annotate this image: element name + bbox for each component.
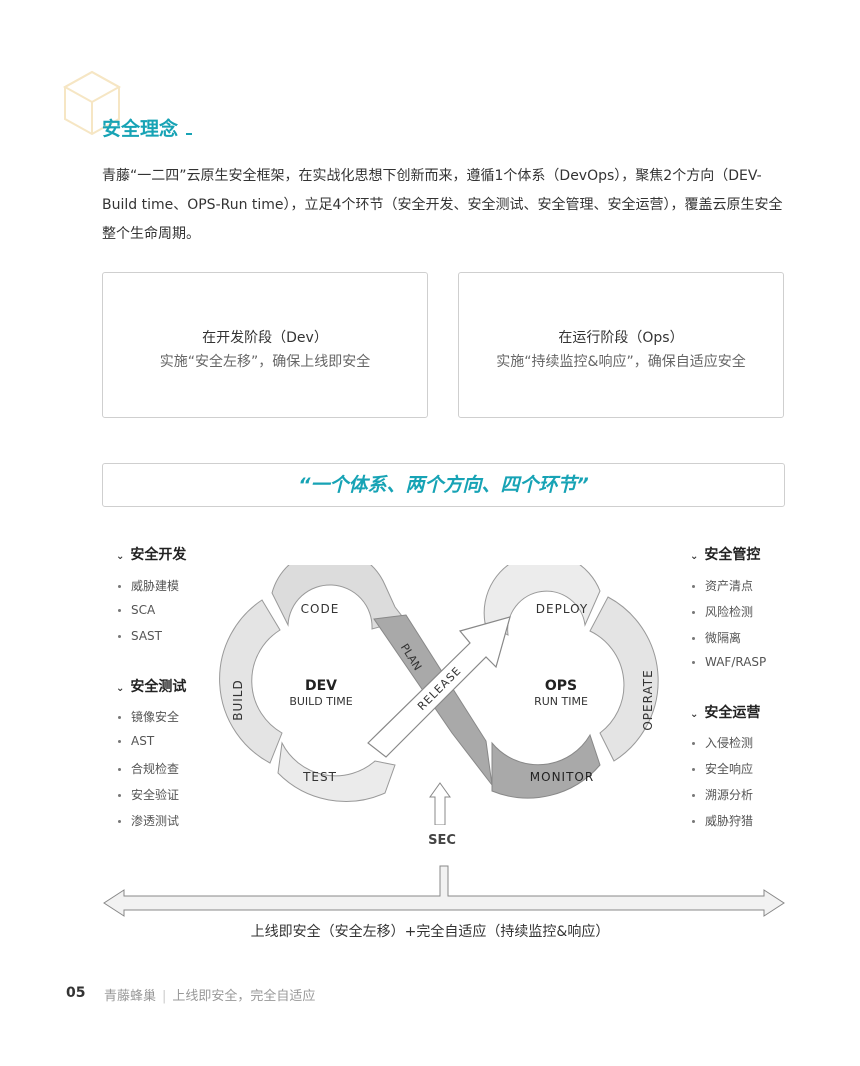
list-item: AST (118, 734, 154, 748)
deploy-segment (483, 565, 601, 636)
bottom-caption: 上线即安全（安全左移）+完全自适应（持续监控&响应） (250, 924, 610, 940)
list-item: 入侵检测 (692, 734, 753, 751)
list-item: 合规检查 (118, 760, 179, 777)
footer-brand: 青藤蜂巢 (104, 989, 157, 1004)
page-number: 05 (66, 985, 86, 1001)
dev-phase-box: 在开发阶段（Dev） 实施“安全左移”，确保上线即安全 (102, 272, 428, 418)
list-item: 资产清点 (692, 577, 753, 594)
group-title-secure-dev: ⌄安全开发 (116, 547, 187, 563)
chevron-down-icon: ⌄ (116, 551, 125, 562)
list-item: SCA (118, 603, 155, 617)
operate-segment (589, 596, 659, 762)
list-item: 微隔离 (692, 629, 741, 646)
dev-subtitle: BUILD TIME (289, 695, 352, 708)
section-title: 安全理念 (102, 118, 179, 140)
list-item: 安全响应 (692, 760, 753, 777)
group-title-secure-ops: ⌄安全运营 (690, 705, 761, 721)
sec-label: SEC (428, 833, 456, 848)
test-label: TEST (302, 770, 337, 784)
monitor-label: MONITOR (530, 770, 594, 784)
code-segment (271, 565, 406, 630)
ops-phase-box: 在运行阶段（Ops） 实施“持续监控&响应”，确保自适应安全 (458, 272, 784, 418)
list-item: 威胁建模 (118, 577, 179, 594)
ops-phase-title: 在运行阶段（Ops） (558, 330, 684, 346)
intro-paragraph: 青藤“一二四”云原生安全框架，在实战化思想下创新而来，遵循1个体系（DevOps… (102, 168, 783, 242)
devops-loop-diagram: CODE BUILD TEST PLAN RELEASE DEPLOY OPER… (219, 565, 659, 825)
list-item: 渗透测试 (118, 812, 179, 829)
list-item: 镜像安全 (118, 708, 179, 725)
sec-up-arrow-icon (429, 782, 451, 825)
list-item: 安全验证 (118, 786, 179, 803)
group-title-secure-test: ⌄安全测试 (116, 679, 187, 695)
ops-subtitle: RUN TIME (534, 695, 588, 708)
monitor-segment (491, 733, 601, 799)
double-arrow-icon (103, 865, 785, 917)
list-item: 风险检测 (692, 603, 753, 620)
code-label: CODE (301, 602, 340, 616)
chevron-down-icon: ⌄ (116, 683, 125, 694)
release-arrow (367, 616, 511, 758)
chevron-down-icon: ⌄ (690, 709, 699, 720)
dev-phase-subtitle: 实施“安全左移”，确保上线即安全 (159, 354, 371, 370)
title-underline (186, 133, 192, 135)
chevron-down-icon: ⌄ (690, 551, 699, 562)
dev-phase-title: 在开发阶段（Dev） (202, 330, 328, 346)
group-title-secure-control: ⌄安全管控 (690, 547, 761, 563)
deploy-label: DEPLOY (536, 602, 588, 616)
list-item: 威胁狩猎 (692, 812, 753, 829)
slogan-banner: “一个体系、两个方向、四个环节” (102, 463, 785, 507)
build-label: BUILD (231, 679, 245, 720)
build-segment (219, 599, 283, 764)
ops-title: OPS (545, 678, 577, 694)
list-item: SAST (118, 629, 162, 643)
footer-slogan: 上线即安全，完全自适应 (172, 989, 316, 1004)
footer-text: 青藤蜂巢 | 上线即安全，完全自适应 (104, 985, 315, 1004)
footer-divider: | (162, 989, 167, 1004)
list-item: 溯源分析 (692, 786, 753, 803)
dev-title: DEV (305, 678, 337, 694)
list-item: WAF/RASP (692, 655, 766, 669)
ops-phase-subtitle: 实施“持续监控&响应”，确保自适应安全 (496, 354, 746, 370)
operate-label: OPERATE (641, 669, 655, 730)
hexagon-decoration-icon (62, 70, 122, 136)
test-segment (277, 741, 396, 802)
